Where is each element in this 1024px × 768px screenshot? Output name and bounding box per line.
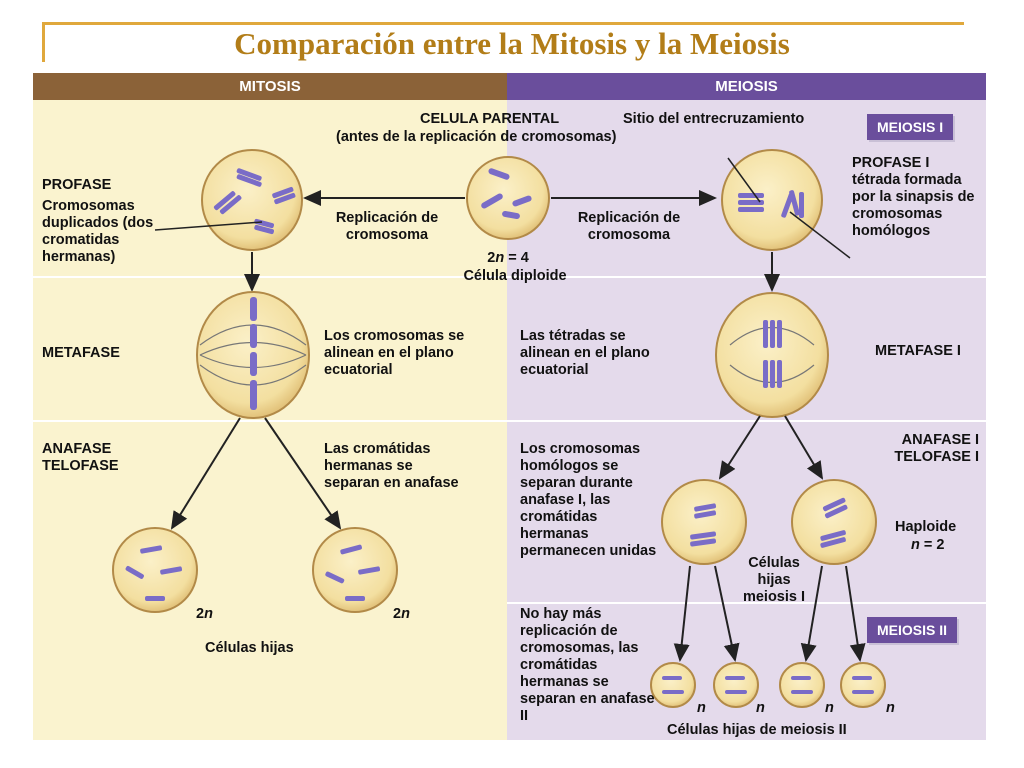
- meiosis-anaphase-desc: Los cromosomas homólogos se separan dura…: [520, 441, 657, 559]
- replication-label-right: Replicación de cromosoma: [577, 210, 681, 243]
- meiosis-metaphase-cell: [715, 292, 829, 418]
- mitosis-anaphase-desc: Las cromátidas hermanas se separan en an…: [324, 441, 459, 491]
- haploid-label: Haploide: [895, 519, 957, 535]
- mitosis-daughter-cell-left: [112, 527, 198, 613]
- mitosis-daughter-cell-right: [312, 527, 398, 613]
- mitosis-metaphase-label: METAFASE: [42, 345, 120, 361]
- meiosis-metaphase-label: METAFASE I: [875, 343, 961, 359]
- crossover-site-label: Sitio del entrecruzamiento: [623, 111, 805, 127]
- meiosis1-daughter-cells-label: Células hijas meiosis I: [742, 555, 806, 605]
- row-separator-1: [33, 276, 986, 278]
- parent-cell: [466, 156, 550, 240]
- meiosis1-daughter-cell-right: [791, 479, 877, 565]
- replication-label-left: Replicación de cromosoma: [335, 210, 439, 243]
- meiosis-prophase-desc: tétrada formada por la sinapsis de cromo…: [852, 172, 975, 239]
- meiosis1-badge: MEIOSIS I: [867, 114, 954, 140]
- meiosis2-n-label-1: n: [697, 700, 706, 716]
- meiosis2-daughter-cell-3: [779, 662, 825, 708]
- row-separator-3: [507, 602, 986, 604]
- parent-cell-title: CELULA PARENTAL: [420, 111, 560, 127]
- mitosis-metaphase-cell: [196, 291, 310, 419]
- meiosis-header: MEIOSIS: [507, 73, 986, 100]
- page-title: Comparación entre la Mitosis y la Meiosi…: [234, 26, 790, 61]
- meiosis2-badge: MEIOSIS II: [867, 617, 958, 643]
- mitosis-metaphase-desc: Los cromosomas se alinean en el plano ec…: [324, 328, 465, 378]
- mitosis-daughter-ploidy-right: 2n: [393, 606, 410, 622]
- meiosis-prophase-label: PROFASE I: [852, 155, 930, 171]
- parent-cell-subtitle: (antes de la replicación de cromosomas): [336, 129, 617, 145]
- meiosis-prophase-cell: [721, 149, 823, 251]
- row-separator-2: [33, 420, 986, 422]
- meiosis2-daughter-cell-4: [840, 662, 886, 708]
- mitosis-prophase-desc: Cromosomas duplicados (dos cromatidas he…: [42, 198, 154, 265]
- haploid-ploidy: n = 2: [911, 537, 945, 553]
- meiosis2-daughter-cell-1: [650, 662, 696, 708]
- mitosis-prophase-label: PROFASE: [42, 177, 112, 193]
- title-rule-left: [42, 22, 45, 62]
- meiosis2-n-label-3: n: [825, 700, 834, 716]
- mitosis-anaphase-label: ANAFASE TELOFASE: [42, 441, 119, 474]
- meiosis2-n-label-4: n: [886, 700, 895, 716]
- meiosis1-daughter-cell-left: [661, 479, 747, 565]
- mitosis-daughter-ploidy-left: 2n: [196, 606, 213, 622]
- meiosis2-daughter-cell-2: [713, 662, 759, 708]
- meiosis-anaphase-label: ANAFASE I TELOFASE I: [894, 432, 979, 465]
- meiosis2-daughter-cells-label: Células hijas de meiosis II: [667, 722, 847, 738]
- diploid-cell-label: Célula diploide: [463, 268, 567, 284]
- mitosis-daughter-cells-label: Células hijas: [205, 640, 294, 656]
- parent-ploidy: 2n = 4: [487, 250, 529, 266]
- title-rule: [42, 22, 964, 25]
- meiosis2-n-label-2: n: [756, 700, 765, 716]
- mitosis-header: MITOSIS: [33, 73, 507, 100]
- meiosis2-desc: No hay más replicación de cromosomas, la…: [520, 606, 655, 724]
- meiosis-metaphase-desc: Las tétradas se alinean en el plano ecua…: [520, 328, 650, 378]
- mitosis-prophase-cell: [201, 149, 303, 251]
